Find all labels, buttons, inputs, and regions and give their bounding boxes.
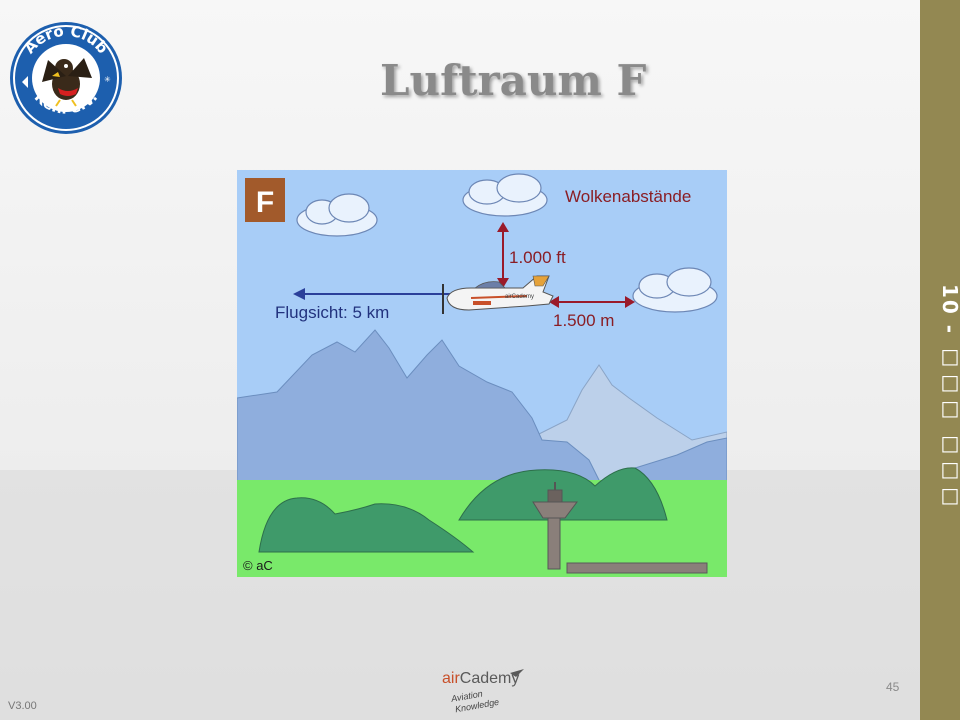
aero-club-logo: Aero Club Kehl e.V. ✳ bbox=[10, 22, 122, 134]
vertical-distance-label: 1.000 ft bbox=[509, 248, 566, 267]
aircademy-logo-air: air bbox=[442, 670, 460, 687]
aircademy-logo: airCademy Aviation Knowledge bbox=[442, 669, 524, 713]
hill-left bbox=[258, 497, 475, 553]
eagle-mascot-icon bbox=[42, 58, 92, 107]
visibility-label: Flugsicht: 5 km bbox=[275, 303, 389, 322]
page-number: 45 bbox=[886, 680, 900, 694]
cloud-distance-heading: Wolkenabstände bbox=[565, 187, 691, 206]
cloud-top bbox=[462, 173, 548, 217]
svg-text:airCademy: airCademy bbox=[442, 670, 519, 687]
control-tower-icon bbox=[532, 482, 578, 570]
horizontal-distance-label: 1.500 m bbox=[553, 311, 614, 330]
cloud-right bbox=[632, 267, 718, 313]
aircademy-plane-icon bbox=[510, 669, 524, 677]
visibility-arrow bbox=[293, 288, 451, 300]
aircademy-logo-cademy: Cademy bbox=[460, 670, 520, 687]
section-label: 10 - □□□ □□□ bbox=[938, 284, 960, 510]
version-label: V3.00 bbox=[8, 700, 37, 712]
horizontal-distance-arrow bbox=[549, 296, 635, 308]
airspace-badge bbox=[245, 178, 285, 222]
plane-icon-left bbox=[22, 76, 28, 88]
airspace-letter: F bbox=[256, 186, 274, 219]
copyright-label: © aC bbox=[243, 558, 273, 573]
hill-right bbox=[458, 467, 668, 521]
airplane-icon: airCademy bbox=[442, 275, 554, 314]
airplane-livery-text: airCademy bbox=[505, 294, 534, 300]
stars-icon: ✳ bbox=[104, 75, 111, 84]
airspace-f-illustration: F Wolkenabstände 1.000 ft 1.500 m Flugsi… bbox=[237, 170, 727, 577]
page-title: Luftraum F bbox=[380, 56, 647, 105]
section-sidebar: 10 - □□□ □□□ bbox=[920, 0, 960, 720]
cloud-left bbox=[296, 193, 378, 237]
vertical-distance-arrow bbox=[497, 222, 509, 288]
runway bbox=[566, 562, 708, 574]
